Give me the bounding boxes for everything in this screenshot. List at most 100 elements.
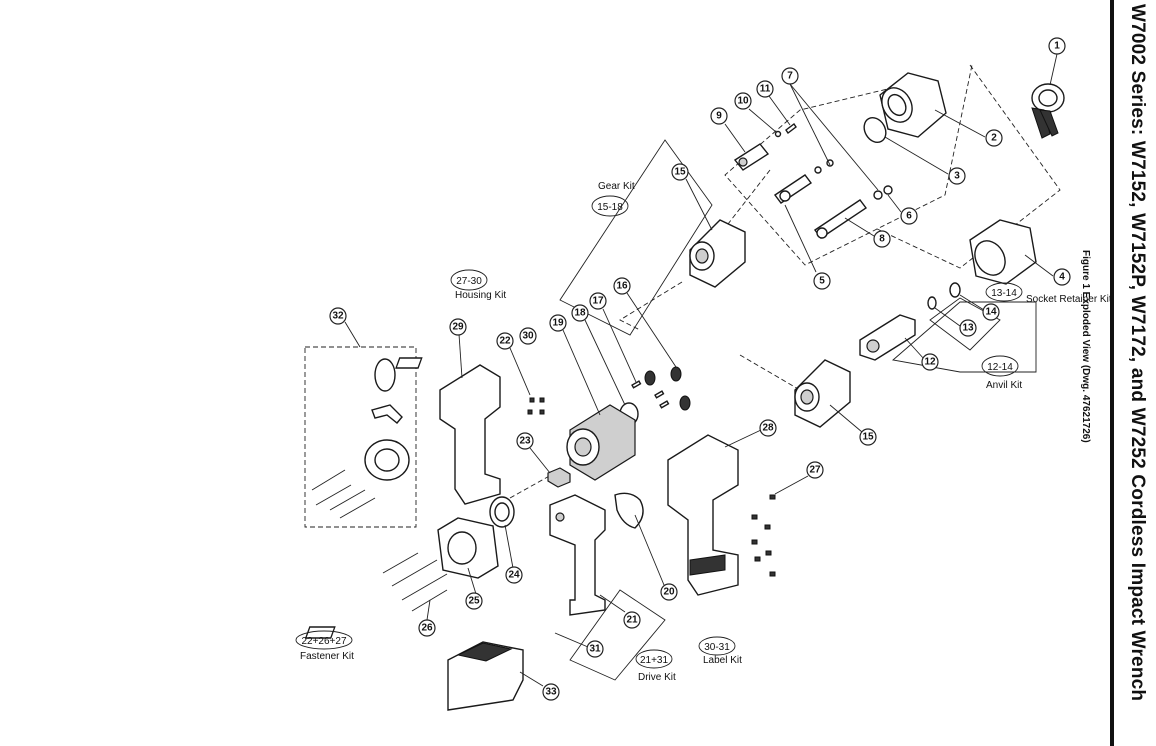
part-12-anvil — [859, 314, 916, 361]
callout-4: 4 — [1053, 268, 1071, 286]
kit-fastener: 22+26+27 Fastener Kit — [295, 630, 354, 662]
kit-fastener-range: 22+26+27 — [301, 636, 346, 647]
svg-text:33: 33 — [545, 687, 557, 698]
kit-drive: 21+31 Drive Kit — [635, 649, 676, 683]
callout-leaders — [344, 53, 1058, 687]
callout-33: 33 — [542, 683, 560, 701]
callout-22: 22 — [496, 332, 514, 350]
part-19-motor — [566, 404, 636, 481]
svg-text:5: 5 — [819, 276, 825, 287]
callout-30: 30 — [519, 327, 537, 345]
svg-text:6: 6 — [906, 211, 912, 222]
svg-text:27: 27 — [809, 465, 821, 476]
kit-drive-range: 21+31 — [640, 655, 669, 666]
callout-32: 32 — [329, 307, 347, 325]
part-27-screws — [751, 494, 776, 577]
callout-31: 31 — [586, 640, 604, 658]
part-2-front-housing — [879, 72, 947, 138]
kit-housing-range: 27-30 — [456, 276, 482, 287]
svg-text:16: 16 — [616, 281, 628, 292]
callout-10: 10 — [734, 92, 752, 110]
svg-text:23: 23 — [519, 436, 531, 447]
svg-text:11: 11 — [760, 84, 771, 95]
svg-text:20: 20 — [663, 587, 675, 598]
part-9-pin-holder — [733, 143, 770, 171]
part-1-retainer — [1031, 83, 1065, 139]
part-30-label — [395, 357, 423, 369]
part-26-long-screws — [382, 552, 448, 612]
kit-anvil-name: Anvil Kit — [986, 380, 1022, 391]
svg-text:28: 28 — [762, 423, 774, 434]
svg-text:2: 2 — [991, 133, 997, 144]
svg-text:29: 29 — [452, 322, 464, 333]
kit-housing-name: Housing Kit — [455, 290, 506, 301]
part-5-shaft — [773, 174, 813, 204]
svg-text:1: 1 — [1054, 41, 1060, 52]
kit-anvil-range: 12-14 — [987, 362, 1013, 373]
svg-text:9: 9 — [716, 111, 722, 122]
svg-text:26: 26 — [421, 623, 433, 634]
callout-15-upper: 15 — [671, 163, 689, 181]
part-23-switch — [547, 467, 571, 488]
part-17-pins — [631, 380, 670, 409]
svg-text:15: 15 — [674, 167, 686, 178]
kit-socket-retainer: 13-14 Socket Retainer Kit — [985, 282, 1112, 305]
part-33-battery — [447, 641, 524, 711]
part-29-handle-half — [439, 364, 501, 505]
part-20-gasket — [614, 492, 644, 529]
part-13-ring — [927, 296, 937, 310]
part-10-ball — [774, 130, 782, 138]
svg-text:3: 3 — [954, 171, 960, 182]
callout-27: 27 — [806, 461, 824, 479]
svg-text:15: 15 — [862, 432, 874, 443]
kit-housing: 27-30 Housing Kit — [450, 269, 506, 301]
callout-11: 11 — [756, 80, 774, 98]
callout-13: 13 — [959, 319, 977, 337]
part-15-gear-case-upper — [689, 219, 746, 288]
part-4-front-housing — [969, 219, 1037, 285]
part-3-washer — [863, 116, 887, 144]
part-24-seal — [489, 496, 515, 528]
svg-text:14: 14 — [985, 307, 997, 318]
svg-text:18: 18 — [574, 308, 586, 319]
callout-17: 17 — [589, 292, 607, 310]
callout-1: 1 — [1048, 37, 1066, 55]
svg-text:17: 17 — [592, 296, 604, 307]
svg-text:24: 24 — [508, 570, 520, 581]
svg-text:10: 10 — [737, 96, 749, 107]
callout-23: 23 — [516, 432, 534, 450]
callout-9: 9 — [710, 107, 728, 125]
kit-label: 30-31 Label Kit — [698, 636, 742, 666]
callout-7: 7 — [781, 67, 799, 85]
part-8-anvil-shaft — [813, 199, 868, 239]
callout-15-lower: 15 — [859, 428, 877, 446]
kit-drive-name: Drive Kit — [638, 672, 676, 683]
svg-text:19: 19 — [552, 318, 564, 329]
callout-5: 5 — [813, 272, 831, 290]
callout-24: 24 — [505, 566, 523, 584]
kit-gear: 15-18 Gear Kit — [591, 181, 635, 217]
svg-text:22: 22 — [499, 336, 511, 347]
kit-anvil: 12-14 Anvil Kit — [981, 355, 1022, 391]
callout-6: 6 — [900, 207, 918, 225]
callout-20: 20 — [660, 583, 678, 601]
kit-gear-name: Gear Kit — [598, 181, 635, 192]
part-28-handle-half — [667, 434, 739, 596]
page-title: W7002 Series: W7152, W7152P, W7172, and … — [1127, 4, 1148, 702]
kit-socket-retainer-range: 13-14 — [991, 288, 1017, 299]
callout-12: 12 — [921, 353, 939, 371]
kit-socket-retainer-name: Socket Retainer Kit — [1026, 294, 1112, 305]
figure-caption: Figure 1 Exploded View (Dwg. 47621726) — [1080, 250, 1091, 443]
part-21-handle-drive — [549, 494, 606, 616]
kit-label-name: Label Kit — [703, 655, 742, 666]
callout-19: 19 — [549, 314, 567, 332]
callout-16: 16 — [613, 277, 631, 295]
callout-28: 28 — [759, 419, 777, 437]
svg-text:21: 21 — [626, 615, 638, 626]
svg-text:25: 25 — [468, 596, 480, 607]
part-14-ring — [949, 282, 961, 298]
svg-text:31: 31 — [589, 644, 601, 655]
svg-text:7: 7 — [787, 71, 793, 82]
part-7-rings — [814, 159, 834, 174]
